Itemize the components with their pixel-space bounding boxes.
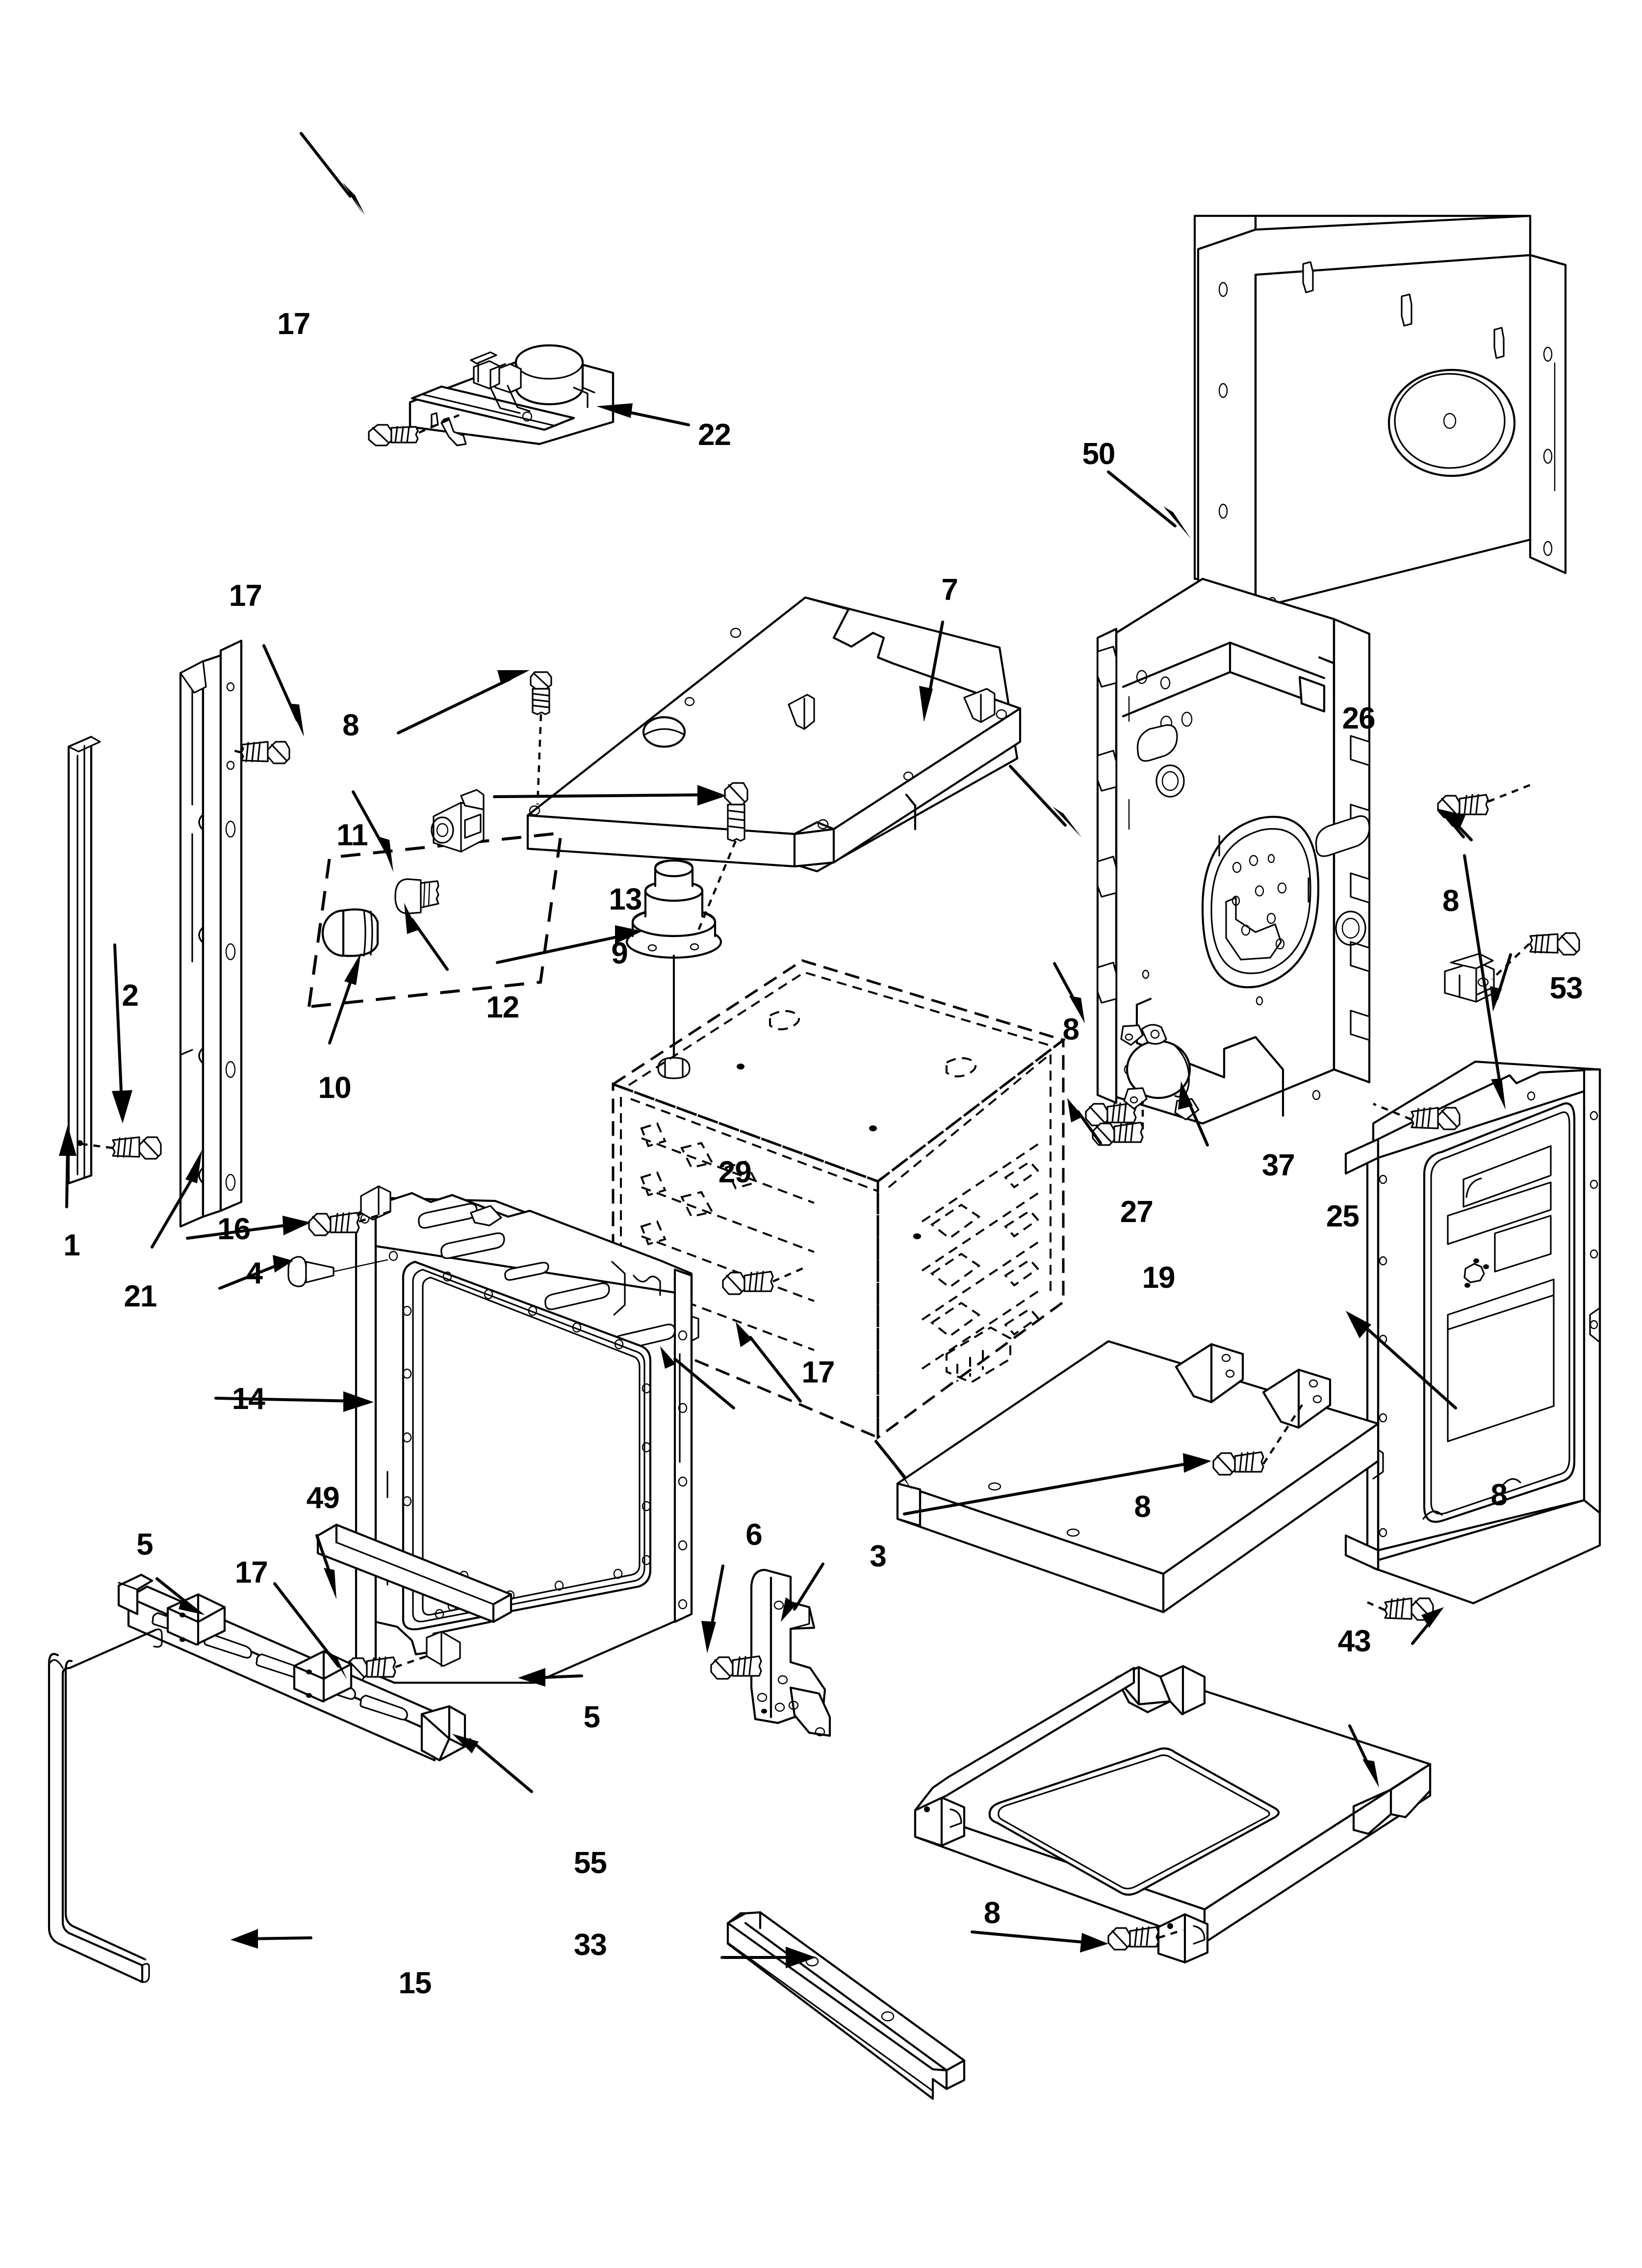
part-37-thermal-cutoff-switch <box>1120 1024 1200 1121</box>
callout-21-side-trim-rail: 21 <box>124 1279 157 1314</box>
part-21-side-trim-rail <box>179 639 243 1228</box>
part-16-screw-frame <box>308 1209 393 1236</box>
part-8-screw-cavity <box>1085 1102 1137 1126</box>
callout-14-oven-front-frame: 14 <box>231 1382 265 1416</box>
callout-19-bottom-heat-shield: 19 <box>1142 1260 1176 1295</box>
callout-17-door-latch-motor-assembly-screw: 17 <box>277 307 310 341</box>
callout-13-thermostat-screw: 13 <box>609 882 642 916</box>
callout-12-oven-lamp-bulb: 12 <box>486 991 519 1024</box>
part-11-light-assembly-group <box>307 789 563 1009</box>
callout-17-side-trim-rail-screw: 17 <box>229 578 262 613</box>
leader-lines <box>59 132 1512 1968</box>
callout-8-thermal-switch-screw: 8 <box>1062 1012 1079 1046</box>
part-7-oven-top-panel <box>526 596 1022 873</box>
callout-15-oven-door-gasket: 15 <box>398 1966 432 2000</box>
part-8-screw-inner-door <box>1367 1597 1434 1621</box>
callout-8-bottom-shield-screw: 8 <box>1134 1490 1151 1524</box>
callout-16-frame-screw: 16 <box>217 1212 251 1247</box>
callout-17-cavity-screw: 17 <box>801 1356 835 1390</box>
callout-37-thermal-cutoff-switch: 37 <box>1261 1148 1295 1182</box>
callout-8-fan-plate-screw: 8 <box>1442 884 1459 918</box>
part-13-screw-sensor <box>695 782 748 936</box>
part-27-oven-cavity-liner <box>610 959 1066 1440</box>
part-50-rear-cover-panel <box>1193 214 1567 624</box>
callout-7-oven-top-panel: 7 <box>941 573 958 607</box>
callout-8-top-panel-screw: 8 <box>342 708 359 743</box>
part-14-oven-front-frame <box>355 1185 693 1684</box>
callout-29-cavity-support-pin: 29 <box>718 1155 752 1190</box>
callout-17-retainer-screw: 17 <box>234 1556 268 1590</box>
part-15-oven-door-gasket <box>48 1628 163 1983</box>
part-49-insulation-retainer <box>316 1523 513 1623</box>
part-8-screw-top-panel <box>530 671 552 805</box>
part-26-fan-mounting-plate <box>1096 577 1371 1125</box>
part-4-hole-plug <box>287 1256 388 1287</box>
part-19-bottom-heat-shield <box>896 1340 1380 1614</box>
part-17-screw-latch <box>368 414 460 446</box>
part-2-screw-left-trim <box>82 1136 162 1160</box>
part-8-screw-upper-mount <box>1373 1102 1461 1130</box>
part-43-bottom-vent-pan <box>914 1665 1432 1964</box>
callout-8-vent-pan-screw: 8 <box>983 1896 1001 1930</box>
part-33-lower-support-rail <box>726 1911 966 2100</box>
callout-1-left-side-trim: 1 <box>63 1228 80 1263</box>
callout-43-bottom-vent-pan: 43 <box>1337 1624 1371 1658</box>
part-8-screw-vent-pan <box>1107 1926 1183 1951</box>
part-8-screw-bottom-shield <box>1212 1400 1306 1476</box>
callout-3-door-hinge-bracket: 3 <box>870 1539 886 1574</box>
callout-5-trim-spacer-block-lower: 5 <box>583 1700 600 1734</box>
callout-55-trim-end-cap: 55 <box>573 1846 607 1880</box>
callout-50-rear-cover-panel: 50 <box>1082 437 1115 471</box>
callout-25-oven-door-inner-panel: 25 <box>1326 1199 1360 1233</box>
callout-22-door-latch-motor-assembly: 22 <box>698 418 731 452</box>
part-6-screw-hinge <box>710 1655 762 1680</box>
part-1-left-side-trim <box>67 735 101 1185</box>
callout-33-lower-support-rail: 33 <box>573 1928 607 1962</box>
callout-11-light-assembly-group: 11 <box>336 818 368 852</box>
callout-26-fan-mounting-plate: 26 <box>1342 701 1376 735</box>
part-17-screw-cavity <box>722 1266 805 1295</box>
callout-53-terminal-block: 53 <box>1549 971 1583 1006</box>
part-9-oven-sensor <box>625 859 722 1079</box>
part-25-oven-door-inner-panel <box>1344 1060 1601 1605</box>
part-22-latch-motor-assembly <box>409 344 615 446</box>
callout-49-insulation-retainer: 49 <box>306 1481 340 1515</box>
part-17-screw-side-rail <box>230 741 290 764</box>
callout-4-hole-plug: 4 <box>246 1256 263 1290</box>
callout-8-inner-door-screw: 8 <box>1490 1478 1507 1512</box>
callout-10-oven-lamp-lens: 10 <box>318 1070 352 1105</box>
part-3-door-hinge-bracket <box>750 1568 831 1737</box>
callout-5-trim-spacer-block-upper: 5 <box>136 1528 153 1562</box>
callout-2-left-trim-screw: 2 <box>122 979 138 1013</box>
callout-6-hinge-bracket-screw: 6 <box>745 1517 762 1552</box>
callout-9-oven-sensor: 9 <box>611 936 628 970</box>
callout-27-oven-cavity-liner: 27 <box>1120 1195 1154 1229</box>
